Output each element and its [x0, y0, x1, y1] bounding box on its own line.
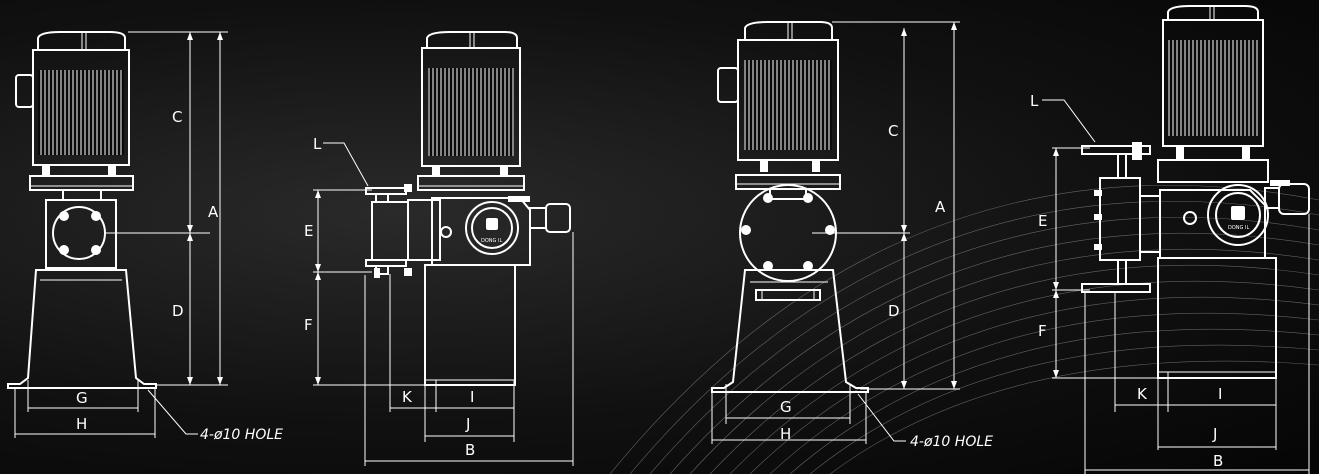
- label-C-1: C: [172, 108, 182, 126]
- label-J-1: J: [465, 415, 470, 433]
- label-E-1: E: [304, 222, 313, 240]
- front-view-left: [7, 31, 228, 438]
- label-F-1: F: [304, 316, 313, 334]
- label-C-2: C: [888, 122, 898, 140]
- label-H-2: H: [780, 425, 791, 443]
- side-view-right: [1042, 5, 1310, 474]
- side-view-left: DONG IL: [313, 31, 574, 466]
- label-K-2: K: [1137, 385, 1148, 403]
- front-view-right: [711, 21, 960, 444]
- label-B-2: B: [1213, 452, 1223, 470]
- label-D-2: D: [888, 302, 900, 320]
- label-I-2: I: [1218, 385, 1222, 403]
- label-E-2: E: [1038, 212, 1047, 230]
- label-G-1: G: [76, 389, 88, 407]
- label-G-2: G: [780, 398, 792, 416]
- hole-note-2: 4-ø10 HOLE: [910, 434, 993, 450]
- logo-brand-2: DONG IL: [1228, 225, 1249, 231]
- label-A-2: A: [935, 198, 946, 216]
- label-L-2: L: [1030, 92, 1039, 110]
- label-A-1: A: [208, 203, 219, 221]
- label-I-1: I: [470, 388, 474, 406]
- label-L-1: L: [313, 135, 322, 153]
- logo-brand-1: DONG IL: [481, 238, 502, 244]
- hole-note-1: 4-ø10 HOLE: [200, 427, 283, 443]
- label-J-2: J: [1212, 425, 1217, 443]
- label-F-2: F: [1038, 322, 1047, 340]
- label-K-1: K: [402, 388, 413, 406]
- label-H-1: H: [76, 415, 87, 433]
- label-D-1: D: [172, 302, 184, 320]
- label-B-1: B: [465, 441, 475, 459]
